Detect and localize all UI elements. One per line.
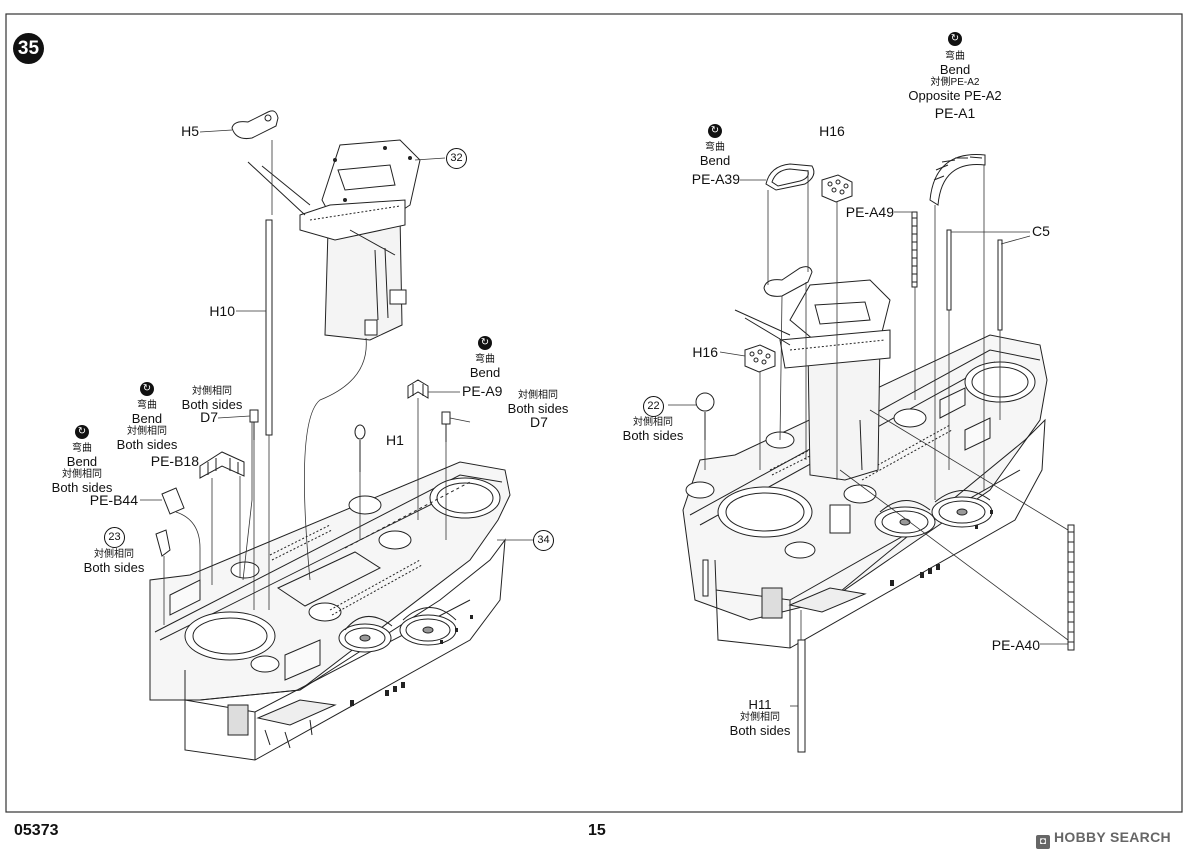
pe-a9-both-sides: Both sides — [507, 401, 569, 416]
pe-b44-cjk2: 対側相同 — [61, 469, 102, 480]
bend-icon: ↻ — [478, 336, 492, 350]
label-h16-top: H16 — [819, 123, 845, 139]
label-h11: H11 — [748, 697, 772, 712]
pe-a1-opposite: Opposite PE-A2 — [908, 88, 1002, 103]
callout-22: 22 — [643, 396, 664, 417]
pe-b44-both-sides: Both sides — [51, 480, 113, 495]
step-number-badge: 35 — [13, 33, 44, 64]
callout-23: 23 — [104, 527, 125, 548]
pe-b18-both-sides: Both sides — [116, 437, 178, 452]
bend-icon: ↻ — [708, 124, 722, 138]
pe-a9-bend: Bend — [469, 365, 501, 380]
d7-left-both-sides: Both sides — [181, 397, 243, 412]
left-parts — [155, 110, 451, 557]
page-frame — [5, 13, 1183, 813]
label-pe-a9: PE-A9 — [462, 383, 503, 399]
pe-a1-cjk2: 対側PE-A2 — [930, 77, 980, 88]
pe-b18-bend: Bend — [131, 411, 163, 426]
pe-a9-cjk2: 対側相同 — [517, 390, 558, 401]
label-pe-b44: PE-B44 — [89, 492, 138, 508]
pe-a1-cjk: 弯曲 — [945, 51, 965, 62]
callout-23-note: 対側相同 Both sides — [84, 549, 145, 575]
pe-a39-note: 弯曲 Bend — [700, 142, 730, 168]
pe-a9-cjk: 弯曲 — [475, 354, 495, 365]
label-d7-left-group: 対側相同 Both sides — [182, 386, 243, 412]
callout-22-note: 対側相同 Both sides — [623, 417, 684, 443]
h11-note: H11 対側相同 Both sides — [730, 698, 791, 738]
callout-22-cjk: 対側相同 — [632, 417, 673, 428]
callout-23-both-sides: Both sides — [83, 560, 145, 575]
callout-22-both-sides: Both sides — [622, 428, 684, 443]
bend-icon: ↻ — [140, 382, 154, 396]
label-c5: C5 — [1032, 223, 1050, 239]
label-h5: H5 — [181, 123, 199, 139]
page-number: 15 — [588, 822, 606, 839]
pe-b18-cjk: 弯曲 — [136, 400, 157, 411]
d7-left-cjk: 対側相同 — [191, 386, 232, 397]
h11-cjk: 対側相同 — [739, 712, 780, 723]
pe-a39-bend: Bend — [699, 153, 731, 168]
label-h1: H1 — [386, 432, 404, 448]
label-pe-a39: PE-A39 — [691, 171, 740, 187]
callout-32: 32 — [446, 148, 467, 169]
label-d7-right: D7 — [530, 414, 548, 430]
brand-watermark: ◘ HOBBY SEARCH — [1036, 829, 1171, 849]
pe-b44-cjk: 弯曲 — [71, 443, 92, 454]
label-pe-a40: PE-A40 — [991, 637, 1040, 653]
left-bridge-tower — [247, 139, 421, 341]
label-h16-left: H16 — [692, 344, 718, 360]
left-hull-section — [149, 461, 511, 761]
label-h10: H10 — [209, 303, 235, 319]
pe-a9-both-sides-note: 対側相同 Both sides — [508, 390, 569, 416]
label-pe-a1: PE-A1 — [934, 105, 976, 121]
pe-a39-cjk: 弯曲 — [705, 142, 725, 153]
right-leader-lines — [668, 165, 1069, 707]
pe-a1-bend: Bend — [939, 62, 971, 77]
right-bridge-tower — [734, 279, 891, 534]
pe-b18-cjk2: 対側相同 — [126, 426, 167, 437]
pe-b44-bend: Bend — [66, 454, 98, 469]
bend-icon: ↻ — [948, 32, 962, 46]
h11-both-sides: Both sides — [729, 723, 791, 738]
brand-text: HOBBY SEARCH — [1054, 829, 1171, 845]
right-parts — [695, 154, 1075, 753]
bend-icon: ↻ — [75, 425, 89, 439]
brand-logo-icon: ◘ — [1036, 835, 1050, 849]
left-leader-lines — [140, 129, 535, 625]
callout-23-cjk: 対側相同 — [93, 549, 134, 560]
product-code: 05373 — [14, 822, 59, 839]
label-pe-a49: PE-A49 — [845, 204, 894, 220]
label-pe-b18: PE-B18 — [150, 453, 199, 469]
pe-b44-note: 弯曲 Bend 対側相同 Both sides — [52, 443, 113, 495]
label-d7-left: D7 — [200, 409, 218, 425]
pe-a1-note: 弯曲 Bend 対側PE-A2 Opposite PE-A2 — [908, 51, 1001, 103]
pe-a9-note: 弯曲 Bend — [470, 354, 500, 380]
callout-34: 34 — [533, 530, 554, 551]
pe-b18-note: 弯曲 Bend 対側相同 Both sides — [117, 400, 178, 452]
